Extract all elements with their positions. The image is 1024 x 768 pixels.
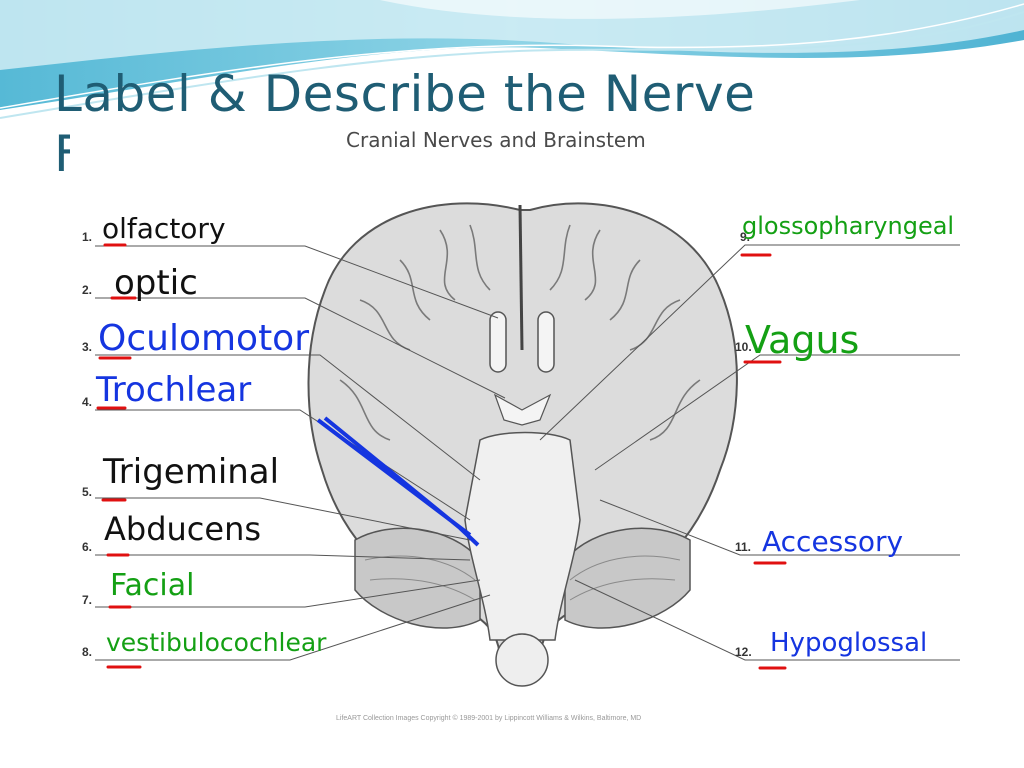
answer-accessory: Accessory [762, 525, 904, 558]
label-number-2: 2. [82, 283, 93, 297]
label-number-1: 1. [82, 230, 93, 244]
label-number-3: 3. [82, 340, 93, 354]
copyright-note: LifeART Collection Images Copyright © 19… [336, 715, 642, 722]
answer-trigeminal: Trigeminal [103, 452, 280, 492]
label-number-4: 4. [82, 395, 93, 409]
label-number-6: 6. [82, 540, 93, 554]
answer-vagus: Vagus [745, 318, 860, 362]
answer-optic: optic [114, 263, 198, 303]
answer-olfactory: olfactory [102, 212, 226, 245]
label-number-11: 11. [735, 540, 752, 554]
figure-title: Cranial Nerves and Brainstem [346, 128, 646, 152]
brainstem [464, 431, 581, 641]
label-number-5: 5. [82, 485, 93, 499]
answer-hypoglossal: Hypoglossal [770, 628, 928, 658]
answer-abducens: Abducens [104, 510, 262, 548]
label-number-10: 10. [735, 340, 752, 354]
label-number-8: 8. [82, 645, 93, 659]
answer-glossopharyngeal: glossopharyngeal [742, 212, 955, 240]
answer-trochlear: Trochlear [96, 370, 252, 410]
label-number-12: 12. [735, 645, 752, 659]
answer-oculomotor: Oculomotor [98, 318, 310, 359]
answer-facial: Facial [110, 568, 195, 603]
label-number-9: 9. [740, 230, 751, 244]
answer-vestibulocochlear: vestibulocochlear [106, 628, 327, 657]
label-number-7: 7. [82, 593, 93, 607]
header-wave-decoration [0, 0, 1024, 119]
